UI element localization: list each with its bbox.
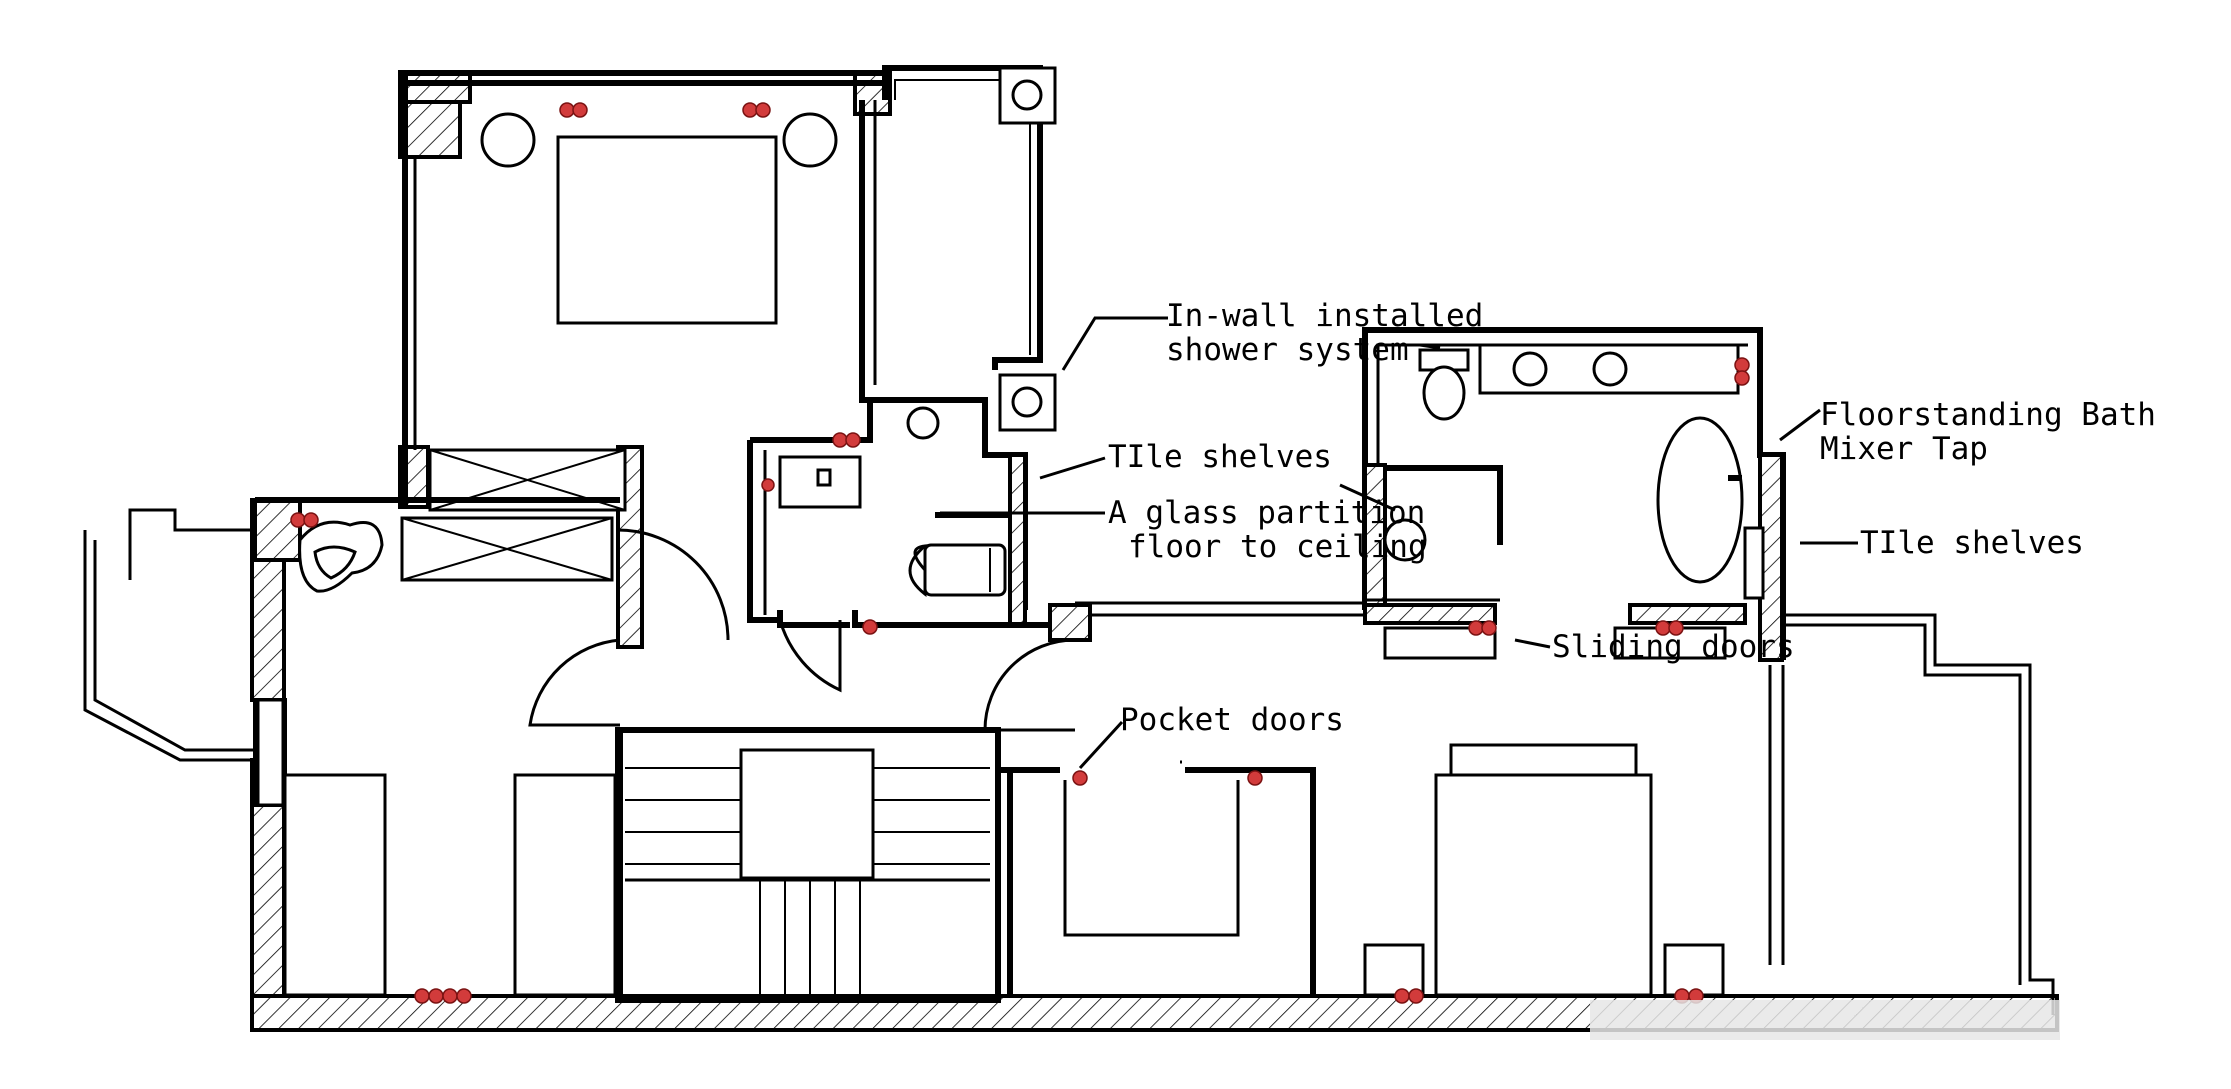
corridor (1048, 601, 1365, 642)
label-tile-shelves-right: TIle shelves (1860, 525, 2084, 561)
small-bathroom (747, 400, 1078, 640)
nightstand-left (1363, 943, 1425, 997)
door-arc-upper-left (616, 528, 730, 641)
sliding-door-track-right (1613, 626, 1727, 660)
label-tile-shelves-upper: TIle shelves (1108, 439, 1332, 475)
door-arc-right (983, 638, 1076, 732)
sliding-door-track (1383, 626, 1497, 660)
outlet-marker (1734, 357, 1750, 386)
master-bedroom (400, 70, 888, 582)
bed-right-headboard (1449, 743, 1638, 777)
outlet-marker (742, 102, 771, 118)
walk-in-closet (998, 760, 1316, 996)
outlet-marker (1468, 620, 1497, 636)
bedside-lamp-left (480, 112, 536, 168)
bed-right (1434, 773, 1653, 997)
outlet-marker (832, 432, 861, 448)
label-glass-partition-2: floor to ceiling (1128, 529, 1427, 565)
floor-drain (906, 406, 940, 440)
tile-shelf-niche-right (1743, 526, 1765, 600)
window-frame (256, 698, 285, 807)
outlet-marker (559, 102, 588, 118)
shower-head (1383, 518, 1427, 562)
door-arc-left (528, 638, 621, 727)
label-floorstanding-2: Mixer Tap (1820, 431, 1988, 467)
outlet-marker (1394, 988, 1424, 1004)
right-balcony (1768, 613, 2055, 1015)
label-pocket-doors: Pocket doors (1120, 702, 1344, 738)
staircase (615, 727, 1001, 1003)
sink-right (1592, 351, 1628, 387)
ensuite-bathroom (1362, 327, 1786, 662)
armchair (298, 520, 384, 593)
label-floorstanding-1: Floorstanding Bath (1820, 397, 2156, 433)
basin-tap (816, 468, 832, 487)
door-arc-bath (778, 619, 842, 693)
ensuite-toilet (1418, 348, 1470, 421)
bedside-lamp-right (782, 112, 838, 168)
annotation-labels: In-wall installed shower system TIle she… (1108, 298, 2156, 738)
outlet-marker (1072, 770, 1088, 786)
wardrobe-left-b (513, 773, 617, 997)
label-glass-partition-1: A glass partition (1108, 495, 1425, 531)
label-sliding-doors: Sliding doors (1552, 629, 1795, 665)
stair-landing (739, 748, 875, 880)
column-circle (1011, 386, 1043, 418)
right-bedroom (1363, 743, 1725, 997)
left-bedroom (83, 497, 623, 997)
outlet-marker (1247, 770, 1263, 786)
wardrobe-left-a (283, 773, 387, 997)
outlet-marker (862, 619, 878, 635)
toilet-bowl (908, 544, 930, 598)
annotation-leaders (940, 316, 1858, 770)
label-shower-system-2: shower system (1166, 332, 1409, 368)
outlet-markers (290, 102, 1750, 1004)
balcony (859, 65, 1057, 610)
bed (556, 135, 778, 325)
doors (528, 528, 1295, 773)
sink-left (1512, 351, 1548, 387)
column-circle (1011, 79, 1043, 111)
watermark (1590, 1000, 2060, 1040)
toilet (923, 543, 1007, 597)
nightstand-right (1663, 943, 1725, 997)
bathtub (1656, 416, 1744, 584)
outlet-marker (414, 988, 472, 1004)
outlet-marker (761, 478, 775, 492)
outlet-marker (290, 512, 319, 528)
outlet-marker (1655, 620, 1684, 636)
label-shower-system-1: In-wall installed (1166, 298, 1483, 334)
tile-shelf-niche (1008, 453, 1027, 627)
